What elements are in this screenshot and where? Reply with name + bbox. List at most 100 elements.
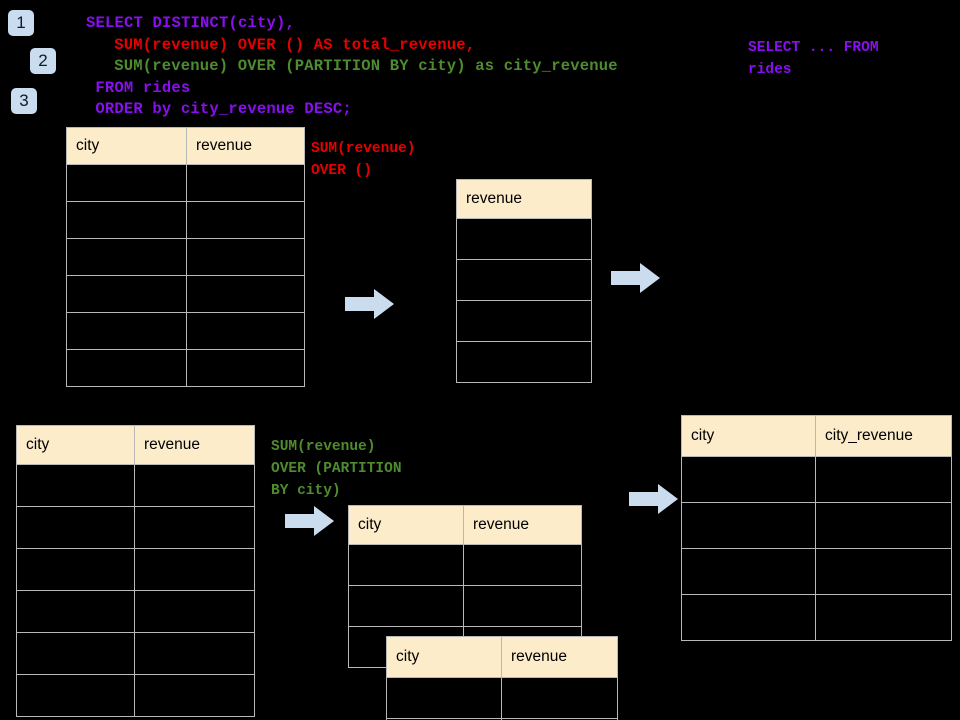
column-header-revenue: revenue [463,505,582,545]
table-cell-empty [681,594,816,641]
table-row [66,349,305,387]
table-cell-empty [66,312,187,350]
table-row [66,312,305,350]
table-cell-empty [186,238,305,276]
table-cell-empty [134,506,255,549]
table-header-row: revenue [456,179,592,219]
arrow-total-to-result [611,262,661,294]
table-cell-empty [16,632,135,675]
sql-line-4: FROM rides [95,78,191,97]
table-cell-empty [66,201,187,239]
table-row [348,585,582,627]
table-cell-empty [386,677,502,719]
column-header-city_revenue: city_revenue [815,415,952,457]
arrow-source-to-groups [285,505,335,537]
table-cell-empty [134,632,255,675]
table-cell-empty [348,544,464,586]
table-cell-empty [815,502,952,549]
arrow-right-icon [285,506,334,536]
table-row [348,544,582,586]
table-cell-empty [186,275,305,313]
column-header-city: city [386,636,502,678]
table-row [16,590,255,633]
table-cell-empty [681,548,816,595]
sql-query-code-block: SELECT DISTINCT(city), SUM(revenue) OVER … [86,13,618,121]
table-row [66,238,305,276]
table-row [456,341,592,383]
table-cell-empty [66,238,187,276]
table-cell-empty [348,585,464,627]
table-cell-empty [66,164,187,202]
table-cell-empty [815,456,952,503]
column-header-city: city [681,415,816,457]
column-header-revenue: revenue [501,636,618,678]
column-header-city: city [66,127,187,165]
table-row [66,275,305,313]
table-cell-empty [501,677,618,719]
table-row [456,259,592,301]
table-row [16,506,255,549]
sql-line-2: SUM(revenue) OVER () AS total_revenue, [114,35,476,54]
table-cell-empty [16,548,135,591]
arrow-right-icon [611,263,660,293]
table-cell-empty [134,464,255,507]
table-row [66,201,305,239]
table-row [681,594,952,641]
column-header-city: city [16,425,135,465]
sum-over-empty-annotation: SUM(revenue) OVER () [311,141,416,179]
table-cell-empty [186,349,305,387]
table-row [681,456,952,503]
column-header-city: city [348,505,464,545]
table-cell-empty [186,201,305,239]
step-badge-2: 2 [30,48,56,74]
table-row [386,718,618,720]
table-cell-empty [456,259,592,301]
table-cell-empty [16,590,135,633]
step-badge-3: 3 [11,88,37,114]
table-cell-empty [681,502,816,549]
table-cell-empty [16,674,135,717]
table-row [16,674,255,717]
table-row [16,464,255,507]
table-row [66,164,305,202]
table-row [386,677,618,719]
sql-line-5: ORDER by city_revenue DESC; [95,100,352,118]
table-cell-empty [456,300,592,342]
sql-line-1: SELECT DISTINCT(city), [86,14,296,32]
table-cell-empty [16,464,135,507]
sum-over-partition-annotation: SUM(revenue) OVER (PARTITION BY city) [271,439,402,499]
table-cell-empty [16,506,135,549]
table-cell-empty [134,590,255,633]
table-row [681,548,952,595]
column-header-revenue: revenue [134,425,255,465]
sql-line-3: SUM(revenue) OVER (PARTITION BY city) as… [114,57,618,75]
table-cell-empty [681,456,816,503]
arrow-right-icon [629,484,678,514]
table-cell-empty [134,674,255,717]
arrow-source-to-total [345,288,395,320]
table-cell-empty [463,585,582,627]
select-from-rides-annotation: SELECT ... FROM rides [748,40,879,78]
step-badge-1: 1 [8,10,34,36]
table-cell-empty [134,548,255,591]
table-cell-empty [501,718,618,720]
table-cell-empty [463,544,582,586]
table-row [456,218,592,260]
arrow-groups-to-result [629,483,679,515]
table-row [16,548,255,591]
table-cell-empty [815,594,952,641]
table-row [681,502,952,549]
table-row [16,632,255,675]
table-cell-empty [66,349,187,387]
table-cell-empty [456,341,592,383]
table-row [456,300,592,342]
